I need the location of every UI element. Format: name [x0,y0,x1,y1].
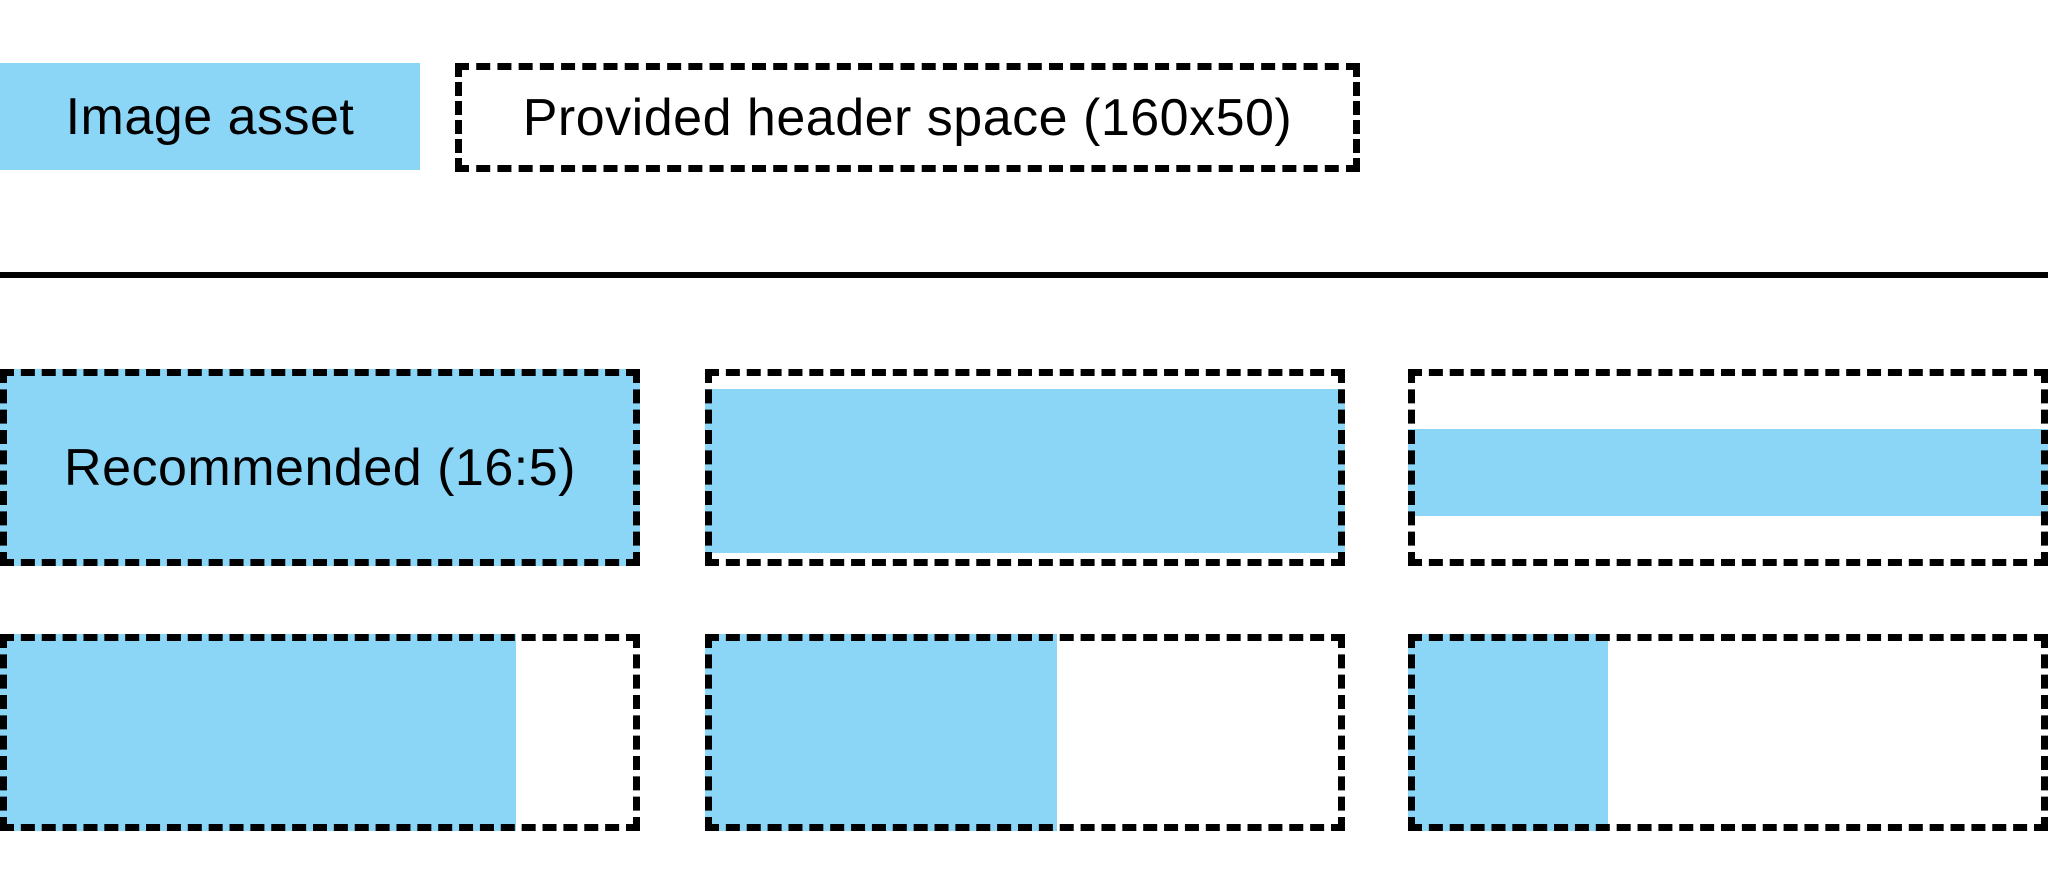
header-space-dashed-boundary [0,369,640,566]
legend-image-asset-label: Image asset [65,87,355,146]
legend-header-space-box: Provided header space (160x50) [455,63,1360,172]
recommended-label: Recommended (16:5) [64,438,576,497]
header-space-dashed-boundary [1408,369,2048,566]
image-asset-fill [0,369,640,566]
image-asset-fill [705,389,1345,553]
header-space-dashed-boundary [0,634,640,831]
example-wide-letterbox [705,369,1345,566]
image-asset-fill [0,634,516,831]
legend-header-space-label: Provided header space (160x50) [522,88,1293,147]
image-asset-fill [1408,634,1608,831]
example-recommended-16-5: Recommended (16:5) [0,369,640,566]
header-space-dashed-boundary [705,369,1345,566]
example-wider-letterbox [1408,369,2048,566]
example-pillarbox-medium [705,634,1345,831]
legend-image-asset-swatch: Image asset [0,63,420,170]
image-asset-fill [705,634,1057,831]
header-space-dashed-boundary [705,634,1345,831]
recommended-caption: Recommended (16:5) [0,369,640,566]
example-pillarbox-large [0,634,640,831]
example-pillarbox-small [1408,634,2048,831]
image-asset-fill [1408,429,2048,516]
separator-line [0,272,2048,278]
header-space-dashed-boundary [1408,634,2048,831]
